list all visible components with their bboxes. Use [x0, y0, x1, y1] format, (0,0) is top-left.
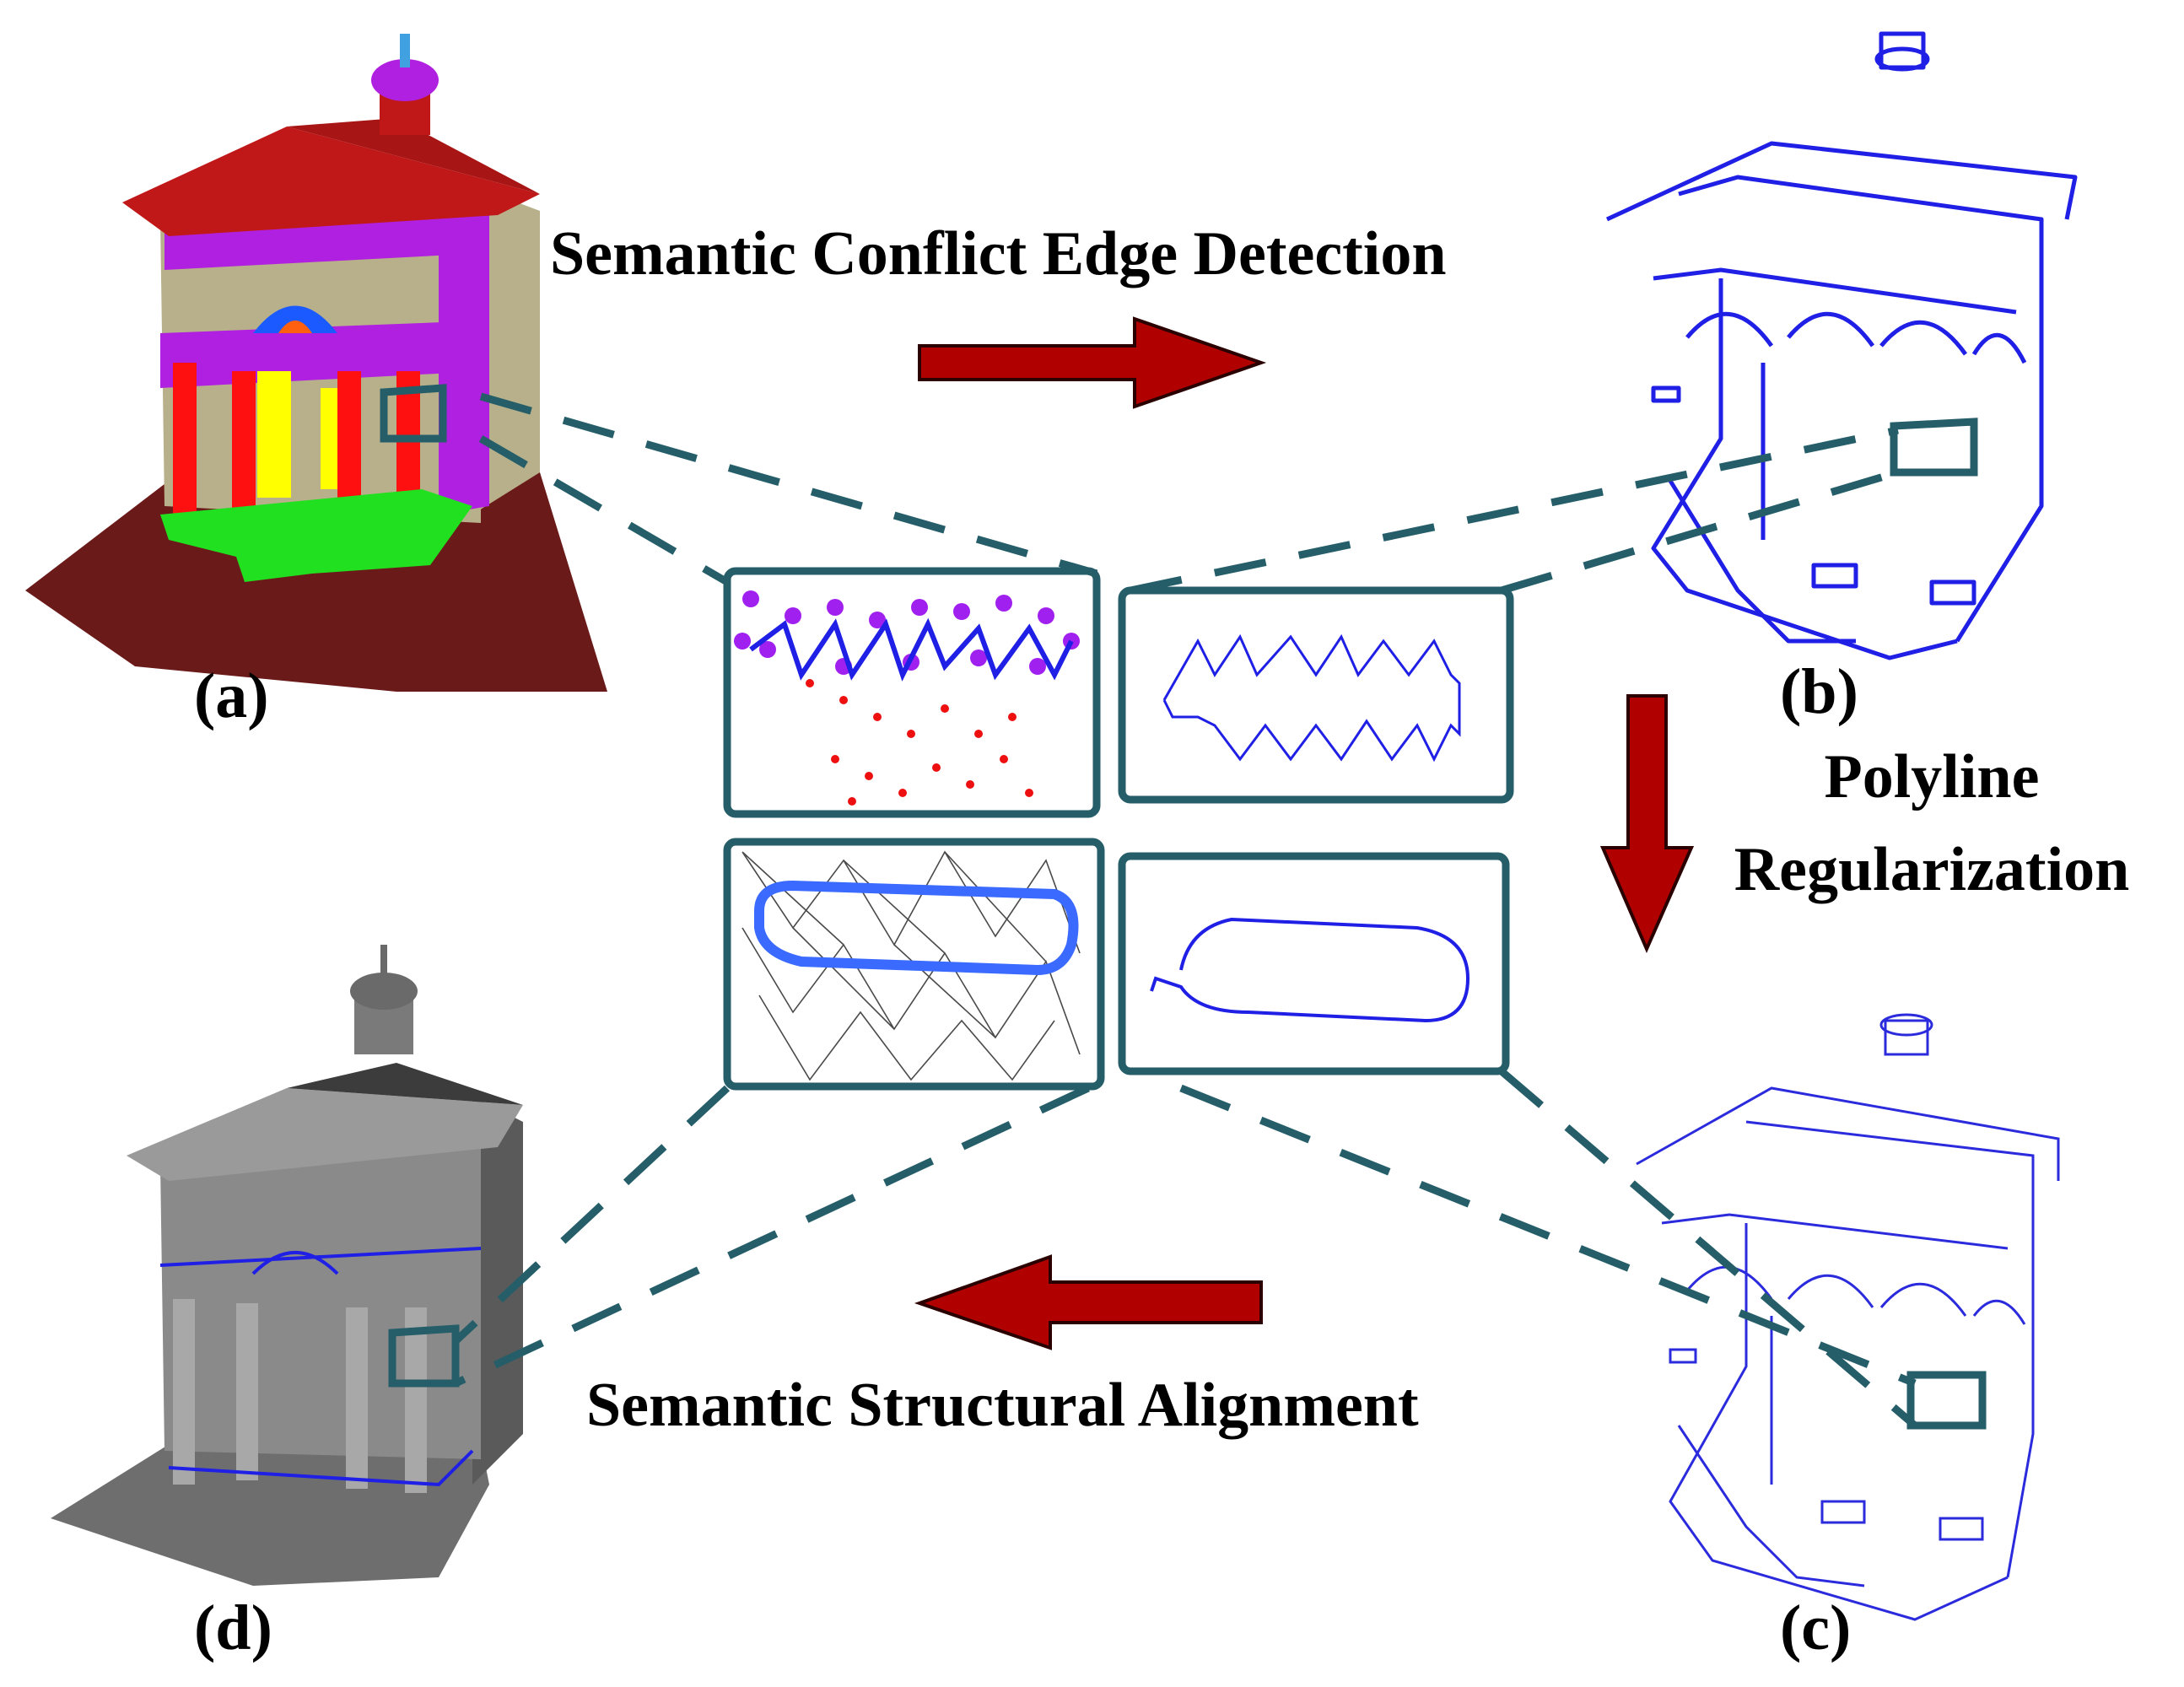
semantic-building-a	[25, 34, 607, 692]
arrow-right-icon	[918, 316, 1267, 409]
label-c: (c)	[1780, 1593, 1851, 1663]
step-alignment-label: Semantic Structural Alignment	[586, 1371, 1419, 1440]
edge-building-b	[1605, 31, 2078, 660]
inset-semantic-points	[723, 567, 1101, 818]
step-regularization-label-1: Polyline	[1825, 742, 2040, 811]
step-detection-label: Semantic Conflict Edge Detection	[550, 219, 1447, 288]
inset-regularized-loop	[1118, 852, 1510, 1075]
dashed-connectors	[452, 392, 1917, 1429]
mesh-building-d	[51, 945, 523, 1586]
label-d: (d)	[194, 1593, 272, 1663]
label-b: (b)	[1780, 656, 1858, 727]
label-a: (a)	[194, 660, 269, 731]
arrow-left-icon	[914, 1254, 1263, 1350]
inset-mesh	[723, 838, 1105, 1091]
arrow-down-icon	[1599, 694, 1695, 953]
step-regularization-label-2: Regularization	[1734, 835, 2130, 904]
inset-polyline	[1118, 586, 1514, 804]
edge-building-c	[1636, 1013, 2060, 1621]
